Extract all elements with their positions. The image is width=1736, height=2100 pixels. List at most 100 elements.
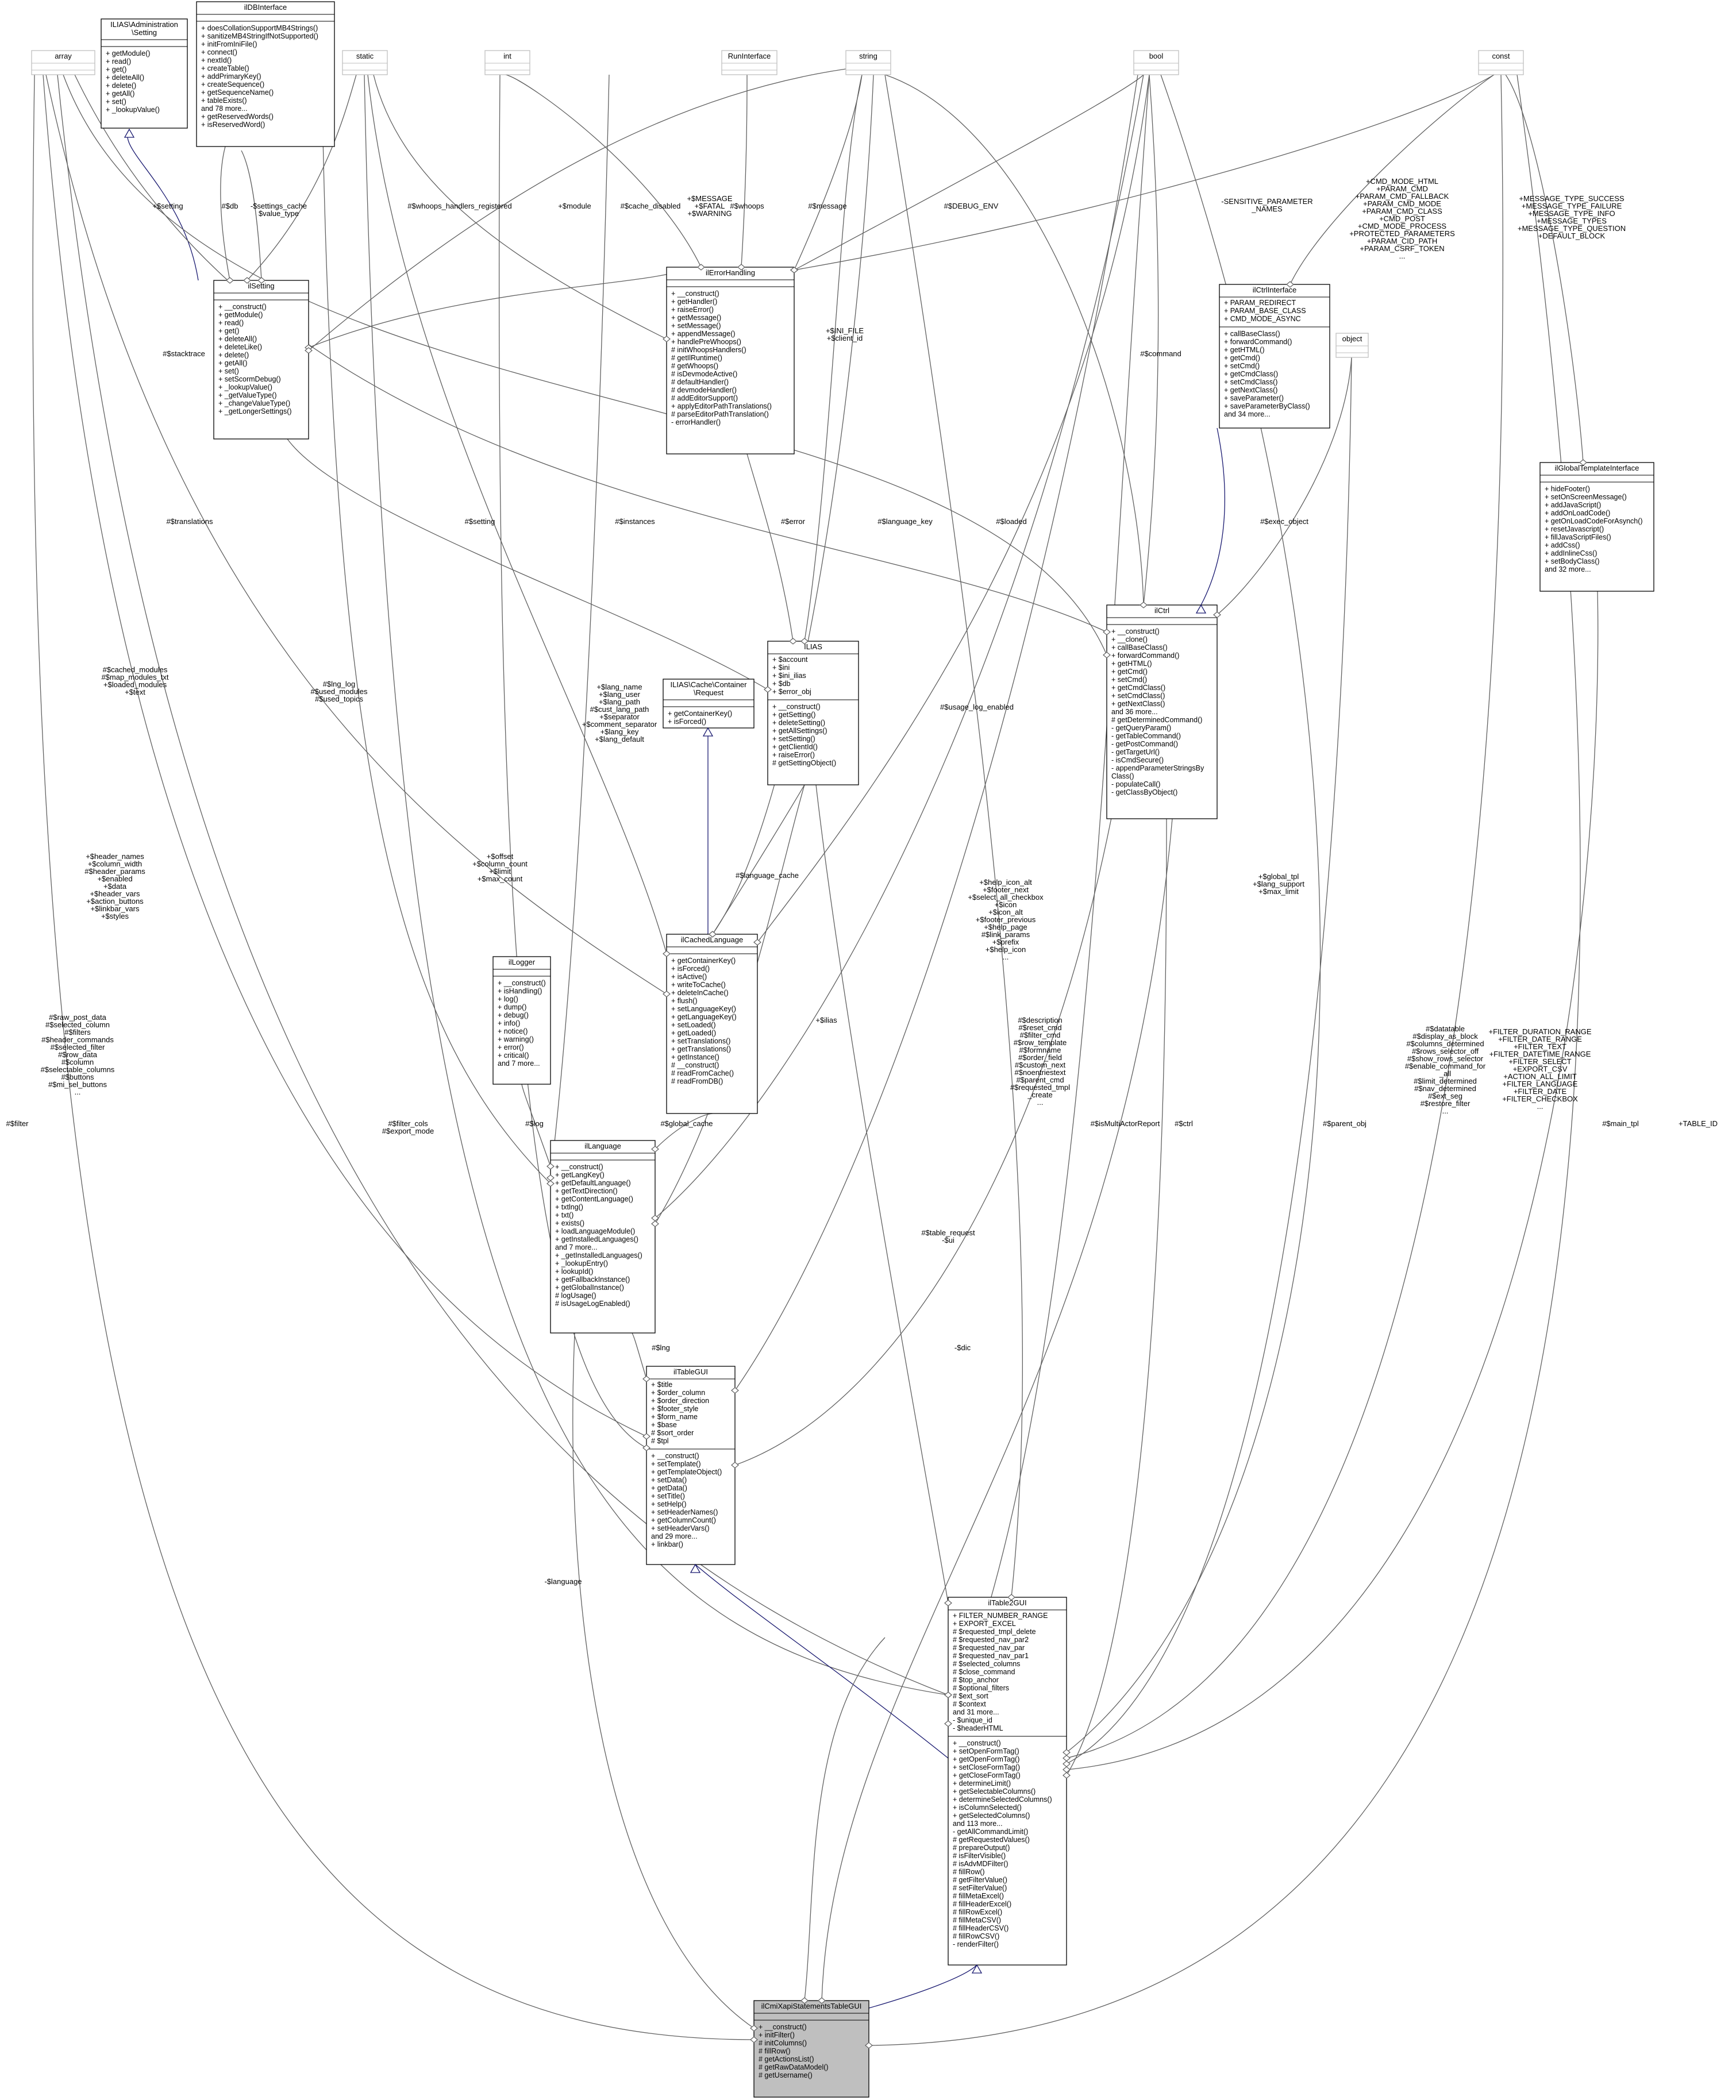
class-runinterface[interactable]: RunInterface [721,50,777,75]
class-method: + getContainerKey() [668,710,732,718]
edge-label: +FILTER_DATE [1514,1087,1567,1096]
class-ilcachedlanguage[interactable]: ilCachedLanguage+ getContainerKey()+ isF… [666,934,758,1114]
composition-marker [305,347,313,354]
class-name: array [55,52,72,60]
relation-edge [57,74,949,1696]
edge-label: #$row_template [1014,1038,1067,1047]
composition-marker [750,2025,758,2032]
edge-label: #$selectable_columns [41,1065,115,1074]
class-method: + isColumnSelected() [953,1804,1022,1812]
edge-label: ... [1037,1098,1044,1107]
class-bool[interactable]: bool [1133,50,1179,75]
class-ilctrlinterface[interactable]: ilCtrlInterface+ PARAM_REDIRECT+ PARAM_B… [1219,284,1330,429]
class-illogger[interactable]: ilLogger+ __construct()+ isHandling()+ l… [492,956,551,1085]
class-method: + getCmdClass() [1111,684,1165,692]
class-method: and 78 more... [201,105,248,113]
class-ilias[interactable]: ILIAS+ $account+ $ini+ $ini_ilias+ $db+ … [767,641,859,785]
class-box [213,280,309,440]
class-ilsetting[interactable]: ilSetting+ __construct()+ getModule()+ r… [213,280,309,440]
class-method: and 36 more... [1111,708,1158,716]
class-box [845,50,891,75]
class-method: + writeToCache() [671,981,726,989]
class-method: # fillMetaExcel() [953,1892,1004,1900]
class-main[interactable]: ilCmiXapiStatementsTableGUI+ __construct… [753,2000,869,2098]
edge-label: #$language_key [877,517,933,526]
edge-label: +DEFAULT_BLOCK [1538,232,1606,240]
class-method: + set() [106,98,126,106]
class-method: + getContainerKey() [671,957,736,965]
class-method: + getSetting() [772,711,815,719]
class-method: + __construct() [498,979,546,987]
class-method: + resetJavascript() [1545,525,1604,533]
composition-marker [1140,602,1148,608]
class-name: ILIAS [804,642,822,651]
class-box [753,2000,869,2098]
class-method: Class() [1111,772,1134,780]
class-static[interactable]: static [342,50,388,75]
class-method: and 113 more... [953,1820,1003,1828]
relation-edge [505,74,702,268]
class-iltablegui[interactable]: ilTableGUI+ $title+ $order_column+ $orde… [646,1366,736,1565]
class-ildbinterface[interactable]: ilDBInterface+ doesCollationSupportMB4St… [196,1,335,147]
class-const[interactable]: const [1478,50,1524,75]
class-name: ilDBInterface [244,3,287,11]
class-method: # readFromCache() [671,1069,734,1077]
inheritance-arrow [124,128,135,138]
class-boxes: array ILIAS\Administration\Setting+ getMo… [31,1,1654,2098]
class-box [492,956,551,1085]
class-object[interactable]: object [1335,333,1369,358]
class-array[interactable]: array [31,50,95,75]
class-ilglobaltemplateinterface[interactable]: ilGlobalTemplateInterface+ hideFooter()+… [1539,462,1654,592]
class-cache_request[interactable]: ILIAS\Cache\Container\Request+ getContai… [663,679,755,729]
composition-marker [737,264,745,271]
class-ilctrl[interactable]: ilCtrl+ __construct()+ __clone()+ callBa… [1106,604,1218,819]
class-name: ilSetting [248,282,274,290]
class-box [666,267,795,454]
class-string[interactable]: string [845,50,891,75]
edge-label: #$error [781,517,806,526]
edge-label: +$linkbar_vars [91,904,140,913]
class-name: ILIAS\Administration [110,20,178,29]
class-method: + getHTML() [1111,660,1152,668]
class-box [663,679,755,729]
class-method: + error() [498,1043,524,1051]
relation-edge [308,68,846,351]
class-attribute: # $requested_tmpl_delete [953,1628,1036,1636]
class-admin_setting[interactable]: ILIAS\Administration\Setting+ getModule(… [101,18,188,129]
class-method: # isUsageLogEnabled() [555,1300,630,1308]
edge-label: +$data [103,882,127,891]
edge-label: +$column_width [88,860,142,868]
edge-label: #$log [525,1119,544,1128]
edge-label: +$ilias [815,1016,837,1024]
class-method: # __construct() [671,1061,719,1069]
composition-marker [663,991,671,997]
edge-label: #$message [808,202,846,210]
edge-label: +CMD_MODE_PROCESS [1358,222,1447,230]
class-int[interactable]: int [484,50,530,75]
class-box [767,641,859,785]
edge-label: #$exec_object [1260,517,1308,526]
edge-label: -SENSITIVE_PARAMETER [1221,197,1312,206]
class-method: and 7 more... [498,1059,540,1068]
edge-label: #$header_commands [41,1035,114,1044]
class-attribute: - $unique_id [953,1716,992,1724]
edge-label: +$action_buttons [86,897,144,905]
inheritance-arrow [702,727,714,737]
class-illanguage[interactable]: ilLanguage+ __construct()+ getLangKey()+… [550,1140,656,1334]
class-method: - getClassByObject() [1111,788,1177,796]
edge-label: #$global_cache [660,1119,713,1128]
composition-marker [944,1691,952,1698]
class-method: + set() [218,367,239,375]
class-method: # fillHeaderCSV() [953,1924,1009,1932]
class-ilerrorhandling[interactable]: ilErrorHandling+ __construct()+ getHandl… [666,267,795,454]
edge-label: #$cust_lang_path [590,705,649,714]
class-iltable2gui[interactable]: ilTable2GUI+ FILTER_NUMBER_RANGE+ EXPORT… [948,1597,1067,1966]
class-method: + getAll() [218,359,247,367]
edge-label: +$limit [489,867,511,876]
class-method: + addJavaScript() [1545,501,1601,509]
class-method: + getOpenFormTag() [953,1755,1019,1763]
class-method: + __construct() [953,1739,1001,1747]
class-method: # logUsage() [555,1292,596,1300]
class-method: + isHandling() [498,987,542,995]
